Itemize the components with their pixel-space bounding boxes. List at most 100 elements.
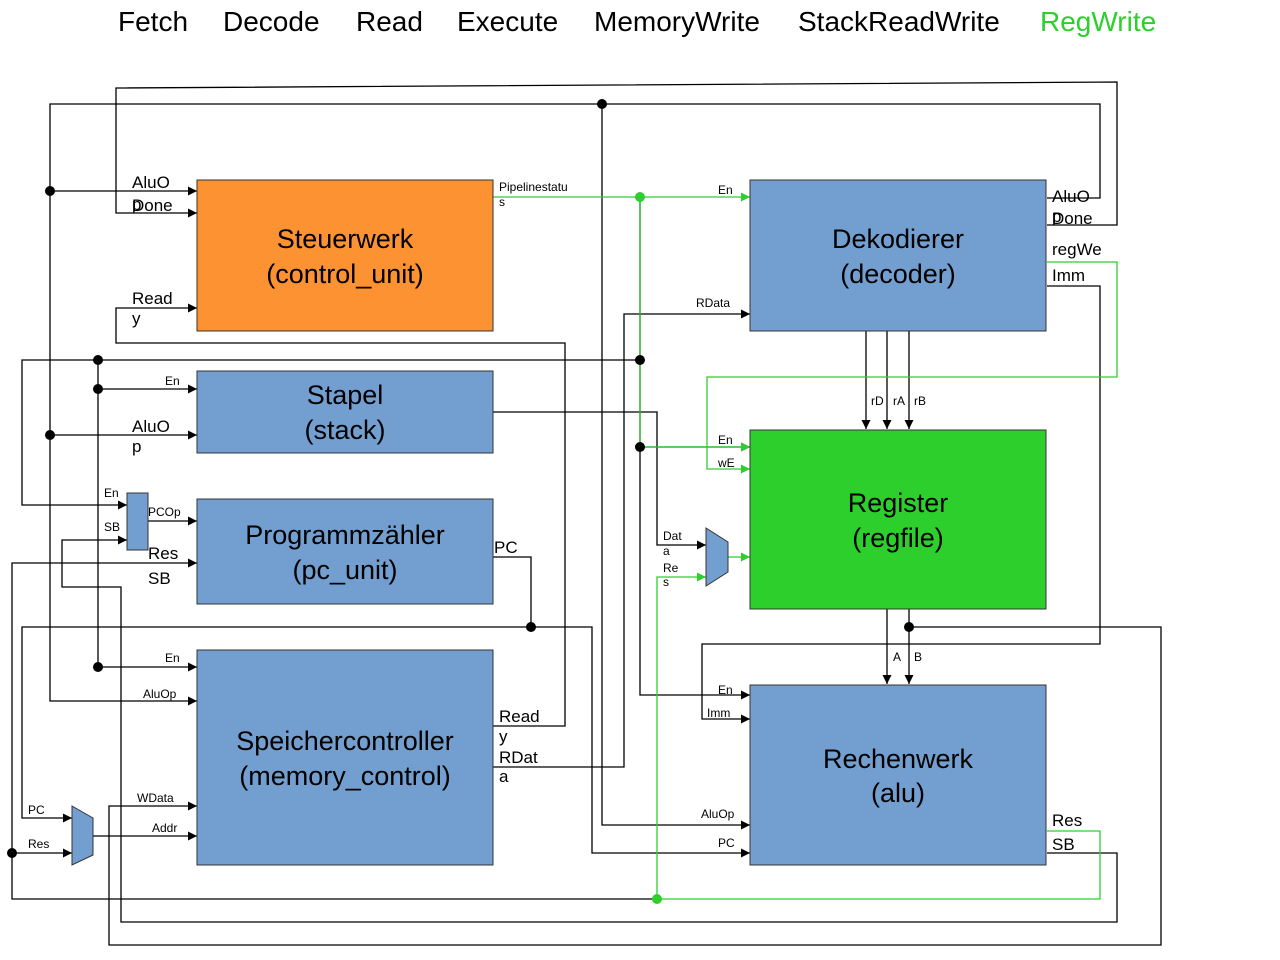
pin-label: p (1052, 207, 1061, 226)
pin-label: s (663, 575, 669, 589)
pin-label: Done (132, 196, 173, 215)
decoder-title: Dekodierer (832, 224, 964, 254)
pin-label: s (499, 195, 505, 209)
pin-label: SB (148, 569, 171, 588)
wire-pc-out (21, 556, 532, 823)
regfile-title: Register (848, 488, 949, 518)
wire-en-reg-active (639, 197, 750, 452)
wire-ready (115, 303, 566, 727)
pin-label: RDat (499, 748, 538, 767)
pipeline-stage-read: Read (356, 6, 423, 37)
wire-stack-out (493, 411, 706, 550)
wire-en-stack (97, 360, 197, 394)
pin-label: rA (893, 394, 905, 408)
regfile-subtitle: (regfile) (852, 523, 944, 553)
pipeline-stage-fetch: Fetch (118, 6, 189, 37)
address-mux (71, 805, 94, 866)
pin-label: Imm (707, 706, 730, 720)
control-unit-subtitle: (control_unit) (266, 259, 424, 289)
pin-label: p (132, 195, 141, 214)
pc-unit-title: Programmzähler (245, 520, 445, 550)
pin-label: B (914, 650, 922, 664)
pin-label: SB (1052, 835, 1075, 854)
pin-label: Addr (152, 821, 177, 835)
pin-label: PCOp (148, 505, 181, 519)
register-input-mux (705, 527, 729, 587)
pin-label: y (499, 727, 508, 746)
wire-aluop-top (49, 103, 1101, 706)
pipeline-stage-memorywrite: MemoryWrite (594, 6, 760, 37)
pin-label: y (132, 309, 141, 328)
block-stack: Stapel (stack) (196, 370, 494, 454)
pin-label: a (663, 544, 670, 558)
signal-wires (11, 81, 1162, 946)
pin-label: En (165, 651, 180, 665)
memory-control-title: Speichercontroller (236, 726, 454, 756)
memory-control-subtitle: (memory_control) (239, 761, 451, 791)
wire-en-alu (639, 447, 750, 700)
wire-res-mux (656, 572, 1101, 900)
stack-subtitle: (stack) (305, 415, 386, 445)
pin-label: p (132, 437, 141, 456)
decoder-subtitle: (decoder) (840, 259, 956, 289)
wire-res-pc (11, 558, 197, 853)
pin-label: Dat (663, 529, 682, 543)
pin-label: Imm (1052, 266, 1085, 285)
block-pc-unit: Programmzähler (pc_unit) (196, 498, 494, 605)
pin-label: En (718, 683, 733, 697)
pc-mux (126, 492, 149, 551)
alu-subtitle: (alu) (871, 778, 925, 808)
wire-sb-pcmux (61, 535, 1118, 923)
pin-label: rB (914, 394, 926, 408)
pipeline-stage-decode: Decode (223, 6, 320, 37)
pin-label: PC (28, 803, 45, 817)
pin-label: Read (132, 289, 173, 308)
wire-imm (701, 285, 1101, 724)
alu-title: Rechenwerk (823, 744, 974, 774)
pin-label: Re (663, 561, 679, 575)
junction-dots (7, 99, 914, 904)
wire-wdata (108, 626, 1162, 946)
pin-label: AluOp (143, 687, 177, 701)
block-control-unit: Steuerwerk (control_unit) (196, 179, 494, 332)
pin-label: AluO (132, 173, 170, 192)
pin-label: Done (1052, 209, 1093, 228)
pin-label: En (104, 486, 119, 500)
pin-label: WData (137, 791, 174, 805)
wire-regwe (706, 261, 1118, 474)
pin-label: rD (871, 394, 884, 408)
pin-label: Res (148, 544, 178, 563)
pin-label: A (893, 650, 901, 664)
pipeline-stage-stackreadwrite: StackReadWrite (798, 6, 1000, 37)
pin-label: Res (28, 837, 49, 851)
block-regfile: Register (regfile) (749, 429, 1047, 610)
wire-done (115, 81, 1118, 226)
pin-label: AluO (1052, 187, 1090, 206)
pin-labels: AluO p Done Read y Pipelinestatu s En Al… (28, 173, 1102, 854)
pin-label: regWe (1052, 240, 1102, 259)
block-alu: Rechenwerk (alu) (749, 684, 1047, 866)
pin-label: Pipelinestatu (499, 180, 568, 194)
wire-aluop-alu (601, 104, 750, 830)
pin-label: AluO (132, 417, 170, 436)
pin-label: PC (718, 836, 735, 850)
block-decoder: Dekodierer (decoder) (749, 179, 1047, 332)
pin-label: Res (1052, 811, 1082, 830)
pin-label: SB (104, 520, 120, 534)
pin-label: wE (717, 456, 735, 470)
control-unit-title: Steuerwerk (277, 224, 414, 254)
pin-label: PC (494, 538, 518, 557)
pin-label: RData (696, 296, 730, 310)
pin-label: En (718, 433, 733, 447)
wire-rdata (493, 309, 750, 768)
pin-label: Read (499, 707, 540, 726)
pin-label: En (718, 183, 733, 197)
pin-label: AluOp (701, 807, 735, 821)
wire-pc-alu (531, 626, 750, 858)
pipeline-stage-regwrite: RegWrite (1040, 6, 1157, 37)
wire-res-loop (11, 853, 657, 900)
block-memory-control: Speichercontroller (memory_control) (196, 649, 494, 866)
stack-title: Stapel (307, 380, 384, 410)
pin-label: En (165, 374, 180, 388)
